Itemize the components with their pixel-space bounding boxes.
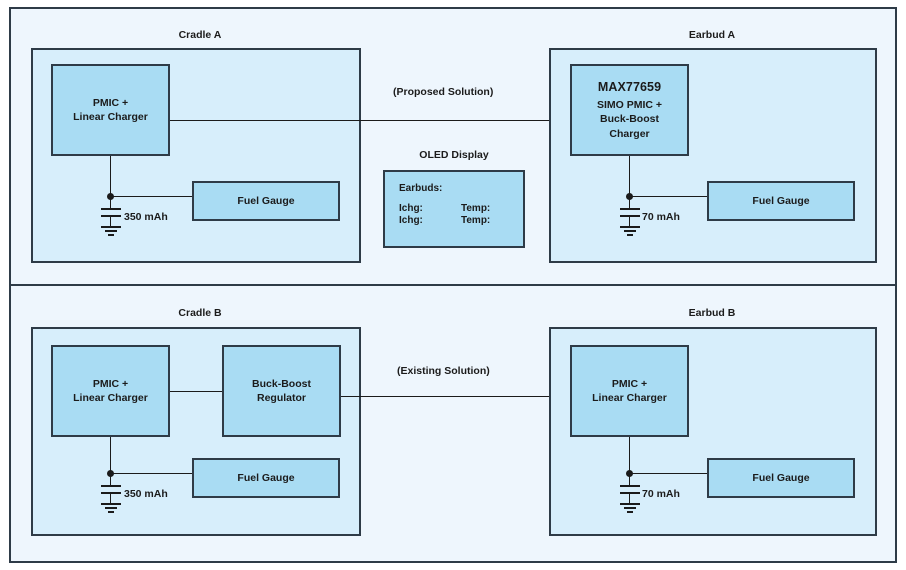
wire-cradle-a-junction-to-cap	[110, 199, 111, 208]
block-cradle-a-pmic-linear-charger[interactable]: PMIC + Linear Charger	[51, 64, 170, 156]
block-earbud-a-fuel-gauge[interactable]: Fuel Gauge	[707, 181, 855, 221]
connector-label-existing-solution: (Existing Solution)	[397, 365, 490, 377]
capacitor-symbol-cradle-a	[101, 208, 121, 218]
wire-proposed-solution	[170, 120, 561, 121]
group-title-earbud-a: Earbud A	[688, 29, 736, 41]
block-cradle-b-buck-boost-regulator[interactable]: Buck-Boost Regulator	[222, 345, 341, 437]
wire-cradle-a-pmic-to-junction	[110, 156, 111, 197]
block-label-line: PMIC +	[92, 377, 129, 390]
block-label-line: Linear Charger	[592, 392, 667, 404]
wire-earbud-a-junction-to-cap	[629, 199, 630, 208]
block-label-line: Fuel Gauge	[752, 471, 810, 484]
battery-capacity-earbud-a: 70 mAh	[642, 211, 680, 223]
oled-data-row: Ichg: Temp:	[399, 202, 515, 215]
block-label-line: PMIC +	[611, 377, 648, 390]
battery-capacity-earbud-b: 70 mAh	[642, 488, 680, 500]
wire-earbud-a-pmic-to-junction	[629, 156, 630, 197]
wire-earbud-b-junction-to-cap	[629, 476, 630, 485]
block-cradle-a-fuel-gauge[interactable]: Fuel Gauge	[192, 181, 340, 221]
wire-cradle-b-pmic-to-buckboost	[170, 391, 222, 392]
wire-earbud-a-cap-to-gnd	[629, 215, 630, 226]
wire-cradle-a-junction-to-fuel-gauge	[110, 196, 192, 197]
wire-earbud-b-junction-to-fuel-gauge	[629, 473, 707, 474]
block-headline: MAX77659	[597, 80, 662, 95]
ground-symbol-earbud-a	[620, 226, 640, 237]
oled-heading-row: Earbuds:	[399, 183, 515, 195]
wire-earbud-b-pmic-to-junction	[629, 437, 630, 471]
oled-display-title: OLED Display	[419, 149, 489, 161]
wire-earbud-a-junction-to-fuel-gauge	[629, 196, 707, 197]
block-earbud-a-max77659[interactable]: MAX77659 SIMO PMIC + Buck-Boost Charger	[570, 64, 689, 156]
ground-symbol-cradle-a	[101, 226, 121, 237]
wire-cradle-a-cap-to-gnd	[110, 215, 111, 226]
block-label-line: Fuel Gauge	[237, 471, 295, 484]
block-label-line: SIMO PMIC +	[596, 99, 663, 112]
block-label-line: PMIC +	[92, 96, 129, 109]
block-label-line: Regulator	[256, 392, 306, 404]
block-earbud-b-fuel-gauge[interactable]: Fuel Gauge	[707, 458, 855, 498]
block-label-line: Buck-Boost	[252, 377, 311, 390]
oled-data-row: Ichg: Temp:	[399, 215, 515, 227]
wire-cradle-b-pmic-to-junction	[110, 437, 111, 471]
battery-capacity-cradle-a: 350 mAh	[124, 211, 168, 223]
block-label-line: Linear Charger	[73, 392, 148, 404]
wire-cradle-b-junction-to-cap	[110, 476, 111, 485]
oled-ichg-label: Ichg:	[399, 215, 423, 226]
panel-divider	[9, 284, 897, 286]
oled-ichg-label: Ichg:	[399, 202, 423, 214]
block-label-line: Buck-Boost	[600, 113, 659, 126]
oled-temp-label: Temp:	[461, 202, 491, 214]
block-cradle-b-fuel-gauge[interactable]: Fuel Gauge	[192, 458, 340, 498]
oled-heading: Earbuds:	[399, 183, 443, 194]
block-earbud-b-pmic-linear-charger[interactable]: PMIC + Linear Charger	[570, 345, 689, 437]
oled-temp-label: Temp:	[461, 215, 491, 226]
oled-display-screen[interactable]: Earbuds: Ichg: Temp: Ichg: Temp:	[383, 170, 525, 248]
group-title-earbud-b: Earbud B	[688, 307, 736, 319]
ground-symbol-cradle-b	[101, 503, 121, 514]
battery-capacity-cradle-b: 350 mAh	[124, 488, 168, 500]
block-cradle-b-pmic-linear-charger[interactable]: PMIC + Linear Charger	[51, 345, 170, 437]
capacitor-symbol-earbud-b	[620, 485, 640, 495]
wire-cradle-b-cap-to-gnd	[110, 492, 111, 503]
block-label-line: Fuel Gauge	[752, 194, 810, 207]
capacitor-symbol-earbud-a	[620, 208, 640, 218]
group-title-cradle-a: Cradle A	[178, 29, 222, 41]
wire-earbud-b-cap-to-gnd	[629, 492, 630, 503]
block-label-line: Charger	[609, 127, 650, 140]
wire-existing-solution	[341, 396, 561, 397]
capacitor-symbol-cradle-b	[101, 485, 121, 495]
group-title-cradle-b: Cradle B	[178, 307, 222, 319]
connector-label-proposed-solution: (Proposed Solution)	[393, 86, 494, 98]
ground-symbol-earbud-b	[620, 503, 640, 514]
block-label-line: Linear Charger	[73, 111, 148, 123]
wire-cradle-b-junction-to-fuel-gauge	[110, 473, 192, 474]
block-label-line: Fuel Gauge	[237, 194, 295, 207]
